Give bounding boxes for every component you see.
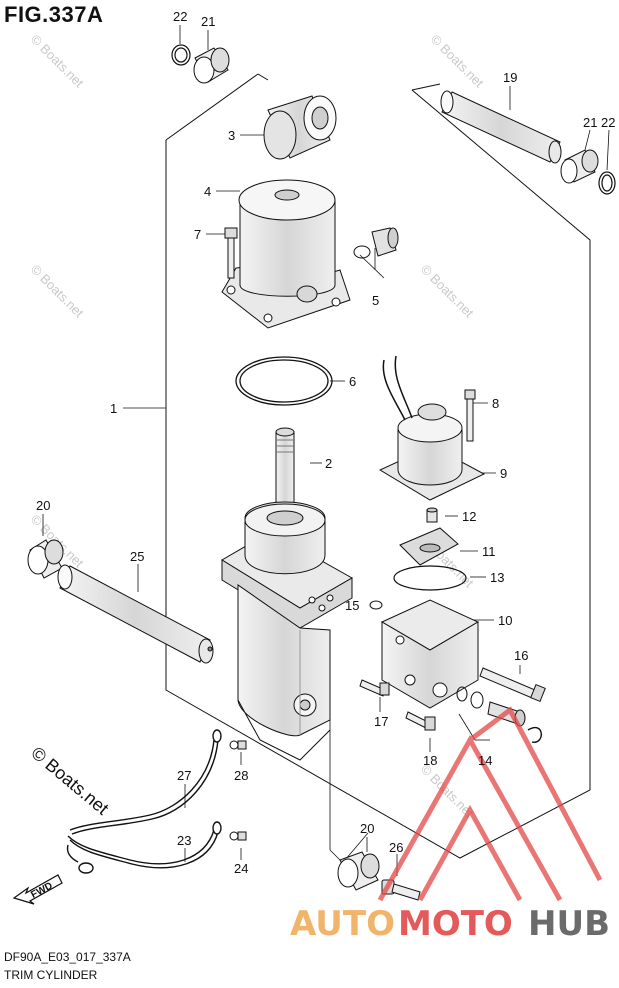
callout-6: 6 — [349, 374, 356, 389]
callouts: 1 2 3 4 5 6 7 8 9 10 11 12 13 14 15 16 1… — [36, 9, 615, 876]
watermark-2: © Boats.net — [428, 32, 487, 91]
callout-28: 28 — [234, 768, 248, 783]
trim-cylinder-body — [221, 503, 354, 761]
leader-lines — [42, 25, 610, 876]
callout-16: 16 — [514, 648, 528, 663]
callout-11: 11 — [482, 544, 496, 559]
callout-8: 8 — [492, 396, 499, 411]
callout-9: 9 — [500, 466, 507, 481]
ground-wire-23 — [66, 821, 222, 874]
snap-ring-top-left — [171, 44, 191, 66]
callout-1: 1 — [110, 401, 117, 416]
manifold-10 — [380, 599, 480, 709]
callout-20-bottom: 20 — [360, 821, 374, 836]
callout-4: 4 — [204, 184, 211, 199]
callout-19: 19 — [503, 70, 517, 85]
logo-part-auto: AUTO — [290, 904, 395, 944]
callout-15: 15 — [345, 598, 359, 613]
ground-wire-27 — [69, 729, 222, 835]
bushing-left — [27, 539, 64, 579]
o-ring-15 — [369, 600, 383, 610]
callout-24: 24 — [234, 861, 248, 876]
bolt-7 — [224, 227, 238, 279]
o-ring-13 — [393, 565, 467, 591]
screw-28 — [229, 740, 247, 750]
long-bolt-16 — [479, 667, 546, 703]
logo-mark — [377, 706, 603, 902]
watermark-1: © Boats.net — [28, 32, 87, 91]
figure-caption: TRIM CYLINDER — [4, 968, 98, 982]
valve-motor-9 — [378, 355, 486, 501]
rod-left — [57, 564, 214, 664]
valve-plate-11 — [399, 527, 459, 566]
callout-23: 23 — [177, 833, 191, 848]
assembly-frame — [165, 73, 591, 859]
callout-7: 7 — [194, 227, 201, 242]
cylinder-cap — [263, 95, 337, 160]
screw-24 — [229, 831, 247, 841]
callout-22-top-right: 22 — [601, 115, 615, 130]
bolt-17 — [359, 679, 390, 697]
snap-ring-top-right — [598, 171, 616, 195]
callout-2: 2 — [325, 456, 332, 471]
callout-20-left: 20 — [36, 498, 50, 513]
callout-18: 18 — [423, 753, 437, 768]
logo-part-hub: HUB — [528, 904, 610, 944]
bushing-bottom — [337, 851, 380, 891]
bolt-8 — [464, 389, 476, 442]
bolt-18 — [405, 711, 436, 731]
callout-17: 17 — [374, 714, 388, 729]
fwd-label: FWD — [29, 880, 54, 900]
callout-27: 27 — [177, 768, 191, 783]
callout-13: 13 — [490, 570, 504, 585]
callout-21-top-left: 21 — [201, 14, 215, 29]
callout-3: 3 — [228, 128, 235, 143]
figure-code: DF90A_E03_017_337A — [4, 950, 131, 964]
logo-part-moto: MOTO — [398, 904, 513, 944]
watermark-4: © Boats.net — [418, 262, 477, 321]
reservoir — [221, 179, 351, 329]
bushing-top-left — [193, 47, 230, 84]
valve-plug-5 — [353, 227, 399, 259]
rod-top-right — [440, 90, 562, 164]
callout-25: 25 — [130, 549, 144, 564]
callout-22-top-left: 22 — [173, 9, 187, 24]
fwd-arrow: FWD — [12, 874, 63, 905]
callout-5: 5 — [372, 293, 379, 308]
callout-14: 14 — [478, 753, 492, 768]
copyright-watermark: © Boats.net — [27, 743, 112, 819]
callout-26: 26 — [389, 840, 403, 855]
large-o-ring — [235, 356, 333, 406]
watermark-3: © Boats.net — [28, 262, 87, 321]
callout-21-top-right: 21 — [583, 115, 597, 130]
pin-12 — [426, 507, 438, 523]
bushing-top-right — [560, 149, 599, 184]
figure-title: FIG.337A — [4, 2, 104, 27]
callout-10: 10 — [498, 613, 512, 628]
callout-12: 12 — [462, 509, 476, 524]
logo-wordmark: AUTO MOTO HUB — [290, 904, 610, 944]
